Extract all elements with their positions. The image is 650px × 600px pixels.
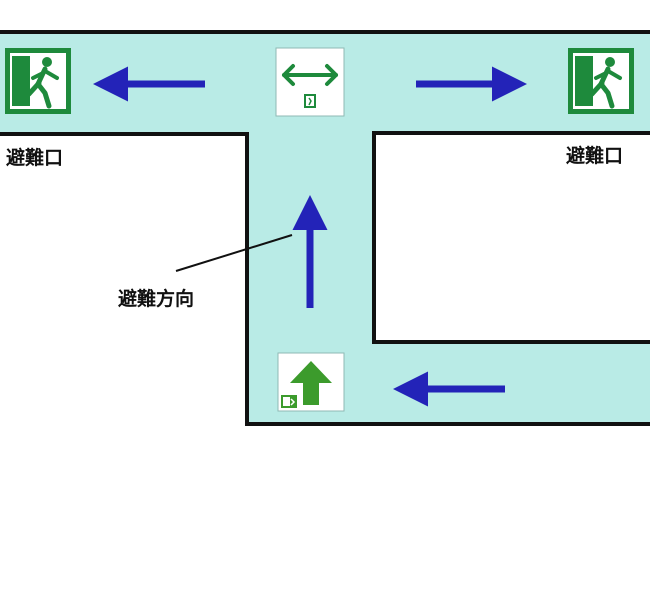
up-arrow-exit-sign — [277, 352, 345, 412]
small-exit-icon — [281, 395, 297, 408]
running-man-icon — [26, 57, 59, 109]
exit-label-right: 避難口 — [566, 144, 623, 167]
small-exit-icon — [304, 94, 316, 108]
exit-sign-right — [568, 48, 634, 114]
room-right — [374, 133, 650, 342]
exit-sign-left — [5, 48, 71, 114]
evac-direction-label: 避難方向 — [118, 287, 194, 310]
double-arrow-icon — [282, 64, 338, 86]
evacuation-arrows — [93, 66, 527, 407]
walls — [0, 30, 650, 426]
exit-label-left: 避難口 — [6, 146, 63, 169]
bidirectional-exit-sign — [275, 47, 345, 117]
label-leader-line — [175, 234, 293, 272]
running-man-icon — [589, 57, 622, 109]
up-arrow-icon — [290, 361, 332, 405]
